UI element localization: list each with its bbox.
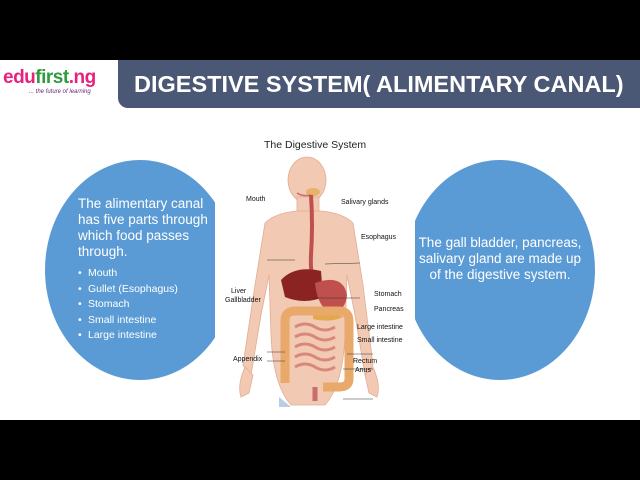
small-intestine-shape (294, 322, 336, 372)
label-mouth: Mouth (246, 196, 266, 203)
left-circle-content: The alimentary canal has five parts thro… (78, 196, 223, 344)
label-liver: Liver (231, 288, 247, 295)
label-stomach: Stomach (374, 291, 402, 298)
digestive-system-illustration (215, 135, 415, 410)
right-info-circle (405, 160, 595, 380)
label-gallbladder: Gallbladder (225, 297, 261, 304)
logo-tagline: ... the future of learning (29, 89, 91, 95)
liver-shape (281, 269, 323, 301)
label-anus: Anus (355, 367, 371, 374)
accessory-organs-paragraph: The gall bladder, pancreas, salivary gla… (418, 235, 582, 282)
list-item: Large intestine (78, 328, 223, 344)
list-item: Small intestine (78, 313, 223, 329)
list-item: Gullet (Esophagus) (78, 282, 223, 298)
label-large-intestine: Large intestine (357, 324, 403, 331)
large-intestine-shape (280, 306, 354, 392)
alimentary-canal-paragraph: The alimentary canal has five parts thro… (78, 196, 208, 259)
stomach-shape (315, 279, 347, 312)
edufirst-logo: edufirst.ng ... the future of learning (3, 68, 111, 98)
label-small-intestine: Small intestine (357, 337, 403, 344)
slide-title: DIGESTIVE SYSTEM( ALIMENTARY CANAL) (134, 70, 624, 97)
logo-wordmark: edufirst.ng (3, 67, 96, 88)
label-appendix: Appendix (233, 356, 263, 363)
salivary-glands-shape (306, 188, 320, 196)
slide: edufirst.ng ... the future of learning D… (0, 60, 640, 420)
title-bar: DIGESTIVE SYSTEM( ALIMENTARY CANAL) (118, 60, 640, 108)
label-salivary-glands: Salivary glands (341, 199, 389, 206)
label-esophagus: Esophagus (361, 234, 397, 241)
list-item: Stomach (78, 297, 223, 313)
label-pancreas: Pancreas (374, 306, 404, 313)
slide-corner-marker (279, 397, 291, 407)
list-item: Mouth (78, 266, 223, 282)
diagram-title: The Digestive System (264, 139, 367, 151)
label-rectum: Rectum (353, 358, 378, 365)
alimentary-parts-list: Mouth Gullet (Esophagus) Stomach Small i… (78, 266, 223, 344)
